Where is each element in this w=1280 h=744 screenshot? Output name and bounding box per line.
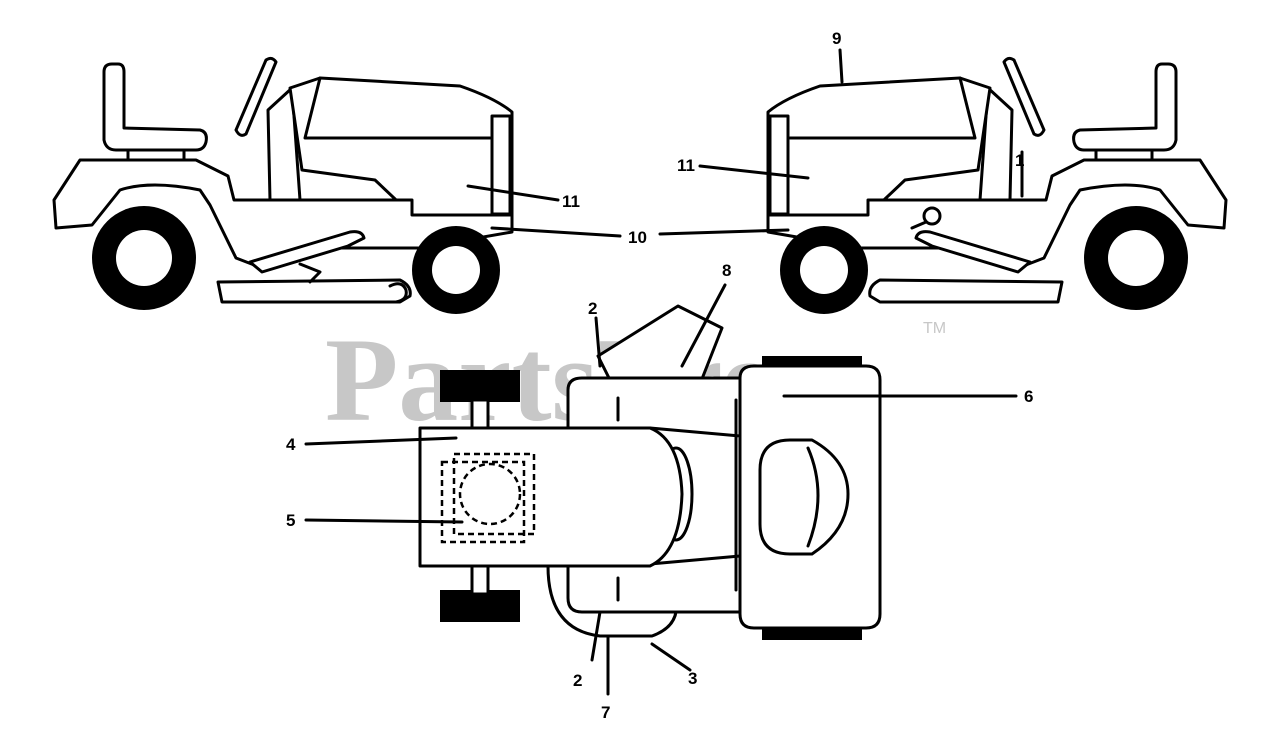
left-mower-deck	[216, 278, 412, 304]
leader-lines	[304, 48, 1024, 696]
callout-11-right: 11	[677, 156, 695, 175]
right-hood	[766, 76, 992, 217]
right-grille	[768, 114, 790, 216]
right-steering-wheel	[1002, 56, 1046, 137]
watermark-trademark: TM	[923, 320, 946, 337]
left-hood	[288, 76, 514, 217]
tractor-right-side-view	[766, 56, 1228, 314]
left-seat	[102, 62, 208, 152]
callout-2-bottom: 2	[573, 671, 582, 690]
callout-2-top: 2	[588, 299, 597, 318]
callout-7: 7	[601, 703, 610, 722]
left-steering-wheel	[234, 56, 278, 137]
left-pedal	[248, 230, 366, 274]
callout-3: 3	[688, 669, 697, 688]
right-seat	[1072, 62, 1178, 152]
callout-10: 10	[628, 228, 647, 247]
callout-numbers: 1 2 2 3 4 5 6 7 8 9 10 11 11	[286, 29, 1033, 722]
callout-5: 5	[286, 511, 295, 530]
callout-4: 4	[286, 435, 296, 454]
top-left-rear-wheel	[440, 370, 520, 402]
right-chassis	[766, 158, 1228, 270]
left-chassis	[52, 158, 514, 270]
tractor-top-view	[418, 304, 882, 640]
callout-11-left: 11	[562, 192, 580, 211]
right-pedal	[914, 230, 1032, 274]
callout-8: 8	[722, 261, 731, 280]
tractor-left-side-view	[52, 56, 514, 314]
top-headlight-area	[758, 438, 850, 556]
left-grille	[490, 114, 512, 216]
callout-9: 9	[832, 29, 841, 48]
callout-1: 1	[1015, 151, 1024, 170]
right-mower-deck	[868, 278, 1064, 304]
callout-6: 6	[1024, 387, 1033, 406]
